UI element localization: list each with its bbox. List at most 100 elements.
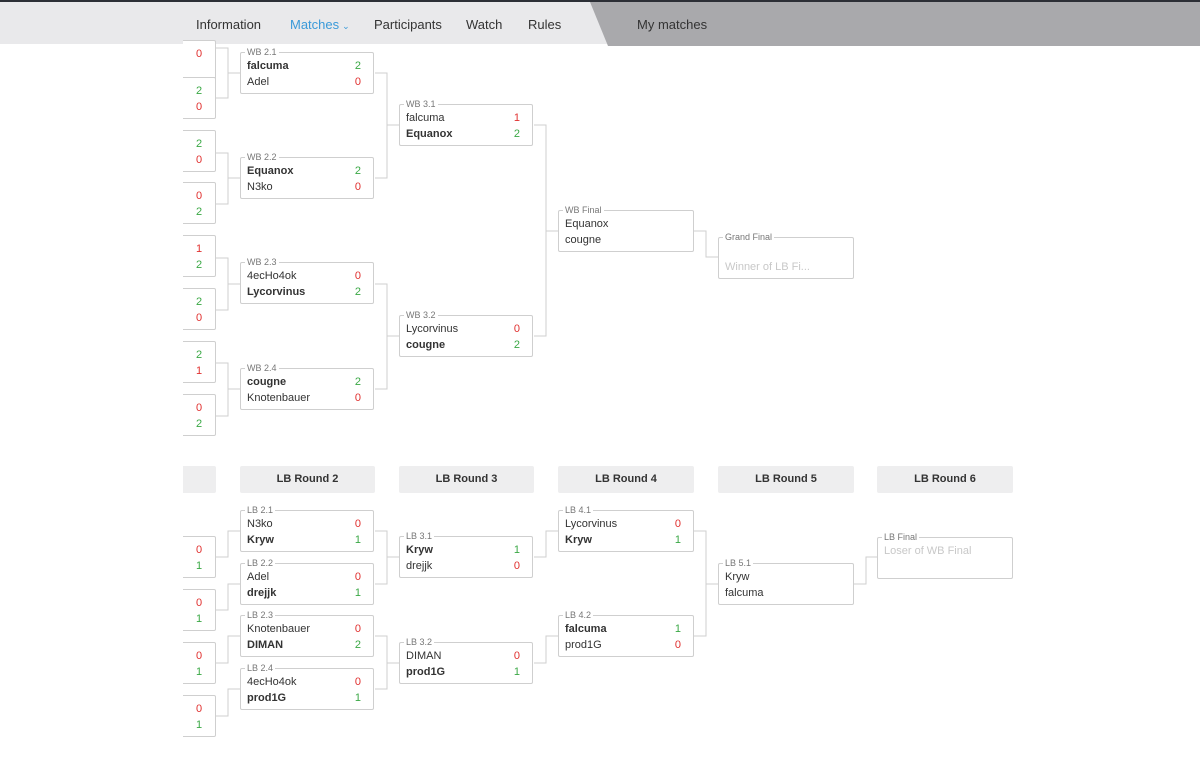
round-header-lb-5: LB Round 5: [718, 466, 854, 493]
participant-row: Kryw: [724, 569, 845, 585]
participant-row: falcuma 1: [564, 621, 685, 637]
participant-score: 1: [354, 534, 361, 546]
participant-name: Lycorvinus: [247, 286, 306, 298]
participant-row: Winner of LB Fi...: [724, 259, 845, 275]
participant-score: 1: [674, 623, 681, 635]
participant-name: 4ecHo4ok: [247, 676, 297, 688]
match-label: WB 3.2: [404, 310, 438, 321]
participant-score: 2: [354, 60, 361, 72]
participant-name: Equanox: [565, 218, 609, 230]
nav-my-matches[interactable]: My matches: [637, 17, 708, 32]
participant-score: 0: [354, 518, 361, 530]
participant-name: prod1G: [247, 692, 287, 704]
nav-matches[interactable]: Matches⌄: [290, 17, 350, 32]
stub-score: 1: [196, 666, 203, 678]
nav-rules[interactable]: Rules: [528, 17, 562, 32]
stub-score: 1: [196, 243, 203, 255]
participant-score: 0: [354, 76, 361, 88]
participant-score: 1: [513, 666, 520, 678]
stub-score: 1: [196, 365, 203, 377]
participant-score: 0: [354, 623, 361, 635]
match-wb-3-1[interactable]: WB 3.1 falcuma 1 Equanox 2: [399, 99, 533, 146]
participant-score: 0: [354, 676, 361, 688]
stub-score: 1: [196, 719, 203, 731]
participant-placeholder: Loser of WB Final: [884, 545, 972, 557]
match-lb-final[interactable]: LB Final Loser of WB Final: [877, 532, 1013, 579]
participant-row: 4ecHo4ok 0: [246, 674, 365, 690]
participant-score: 2: [513, 128, 520, 140]
participant-row: falcuma 2: [246, 58, 365, 74]
participant-name: cougne: [406, 339, 446, 351]
participant-score: 1: [513, 544, 520, 556]
stub-score: 0: [196, 190, 203, 202]
match-lb-5-1[interactable]: LB 5.1 Kryw falcuma: [718, 558, 854, 605]
participant-score: 0: [674, 518, 681, 530]
nav-information[interactable]: Information: [196, 17, 262, 32]
participant-score: 1: [513, 112, 520, 124]
stub-score: 0: [196, 703, 203, 715]
participant-name: falcuma: [406, 112, 445, 124]
participant-name: Knotenbauer: [247, 392, 310, 404]
participant-name: falcuma: [565, 623, 607, 635]
match-label: LB 3.1: [404, 531, 435, 542]
match-label: LB 3.2: [404, 637, 435, 648]
participant-row: Loser of WB Final: [883, 543, 1004, 559]
participant-score: 0: [354, 571, 361, 583]
match-label: LB 4.2: [563, 610, 594, 621]
participant-name: prod1G: [565, 639, 602, 651]
nav-watch[interactable]: Watch: [466, 17, 503, 32]
match-label: WB 2.3: [245, 257, 279, 268]
match-label: WB 3.1: [404, 99, 438, 110]
participant-name: Equanox: [406, 128, 453, 140]
participant-score: 2: [513, 339, 520, 351]
my-matches-tab-bg: [590, 2, 1200, 46]
stub-score: 0: [196, 597, 203, 609]
participant-name: falcuma: [247, 60, 289, 72]
participant-score: 0: [513, 323, 520, 335]
participant-name: Adel: [247, 571, 270, 583]
participant-name: drejjk: [247, 587, 277, 599]
match-grand-final[interactable]: Grand Final Winner of LB Fi...: [718, 232, 854, 279]
nav-participants[interactable]: Participants: [374, 17, 442, 32]
match-label: LB 5.1: [723, 558, 754, 569]
participant-name: cougne: [247, 376, 287, 388]
stub-score: 2: [196, 296, 203, 308]
match-label: LB Final: [882, 532, 920, 543]
stub-match[interactable]: 0: [183, 40, 216, 82]
match-wb-final[interactable]: WB Final Equanox cougne: [558, 205, 694, 252]
participant-row: falcuma 1: [405, 110, 524, 126]
